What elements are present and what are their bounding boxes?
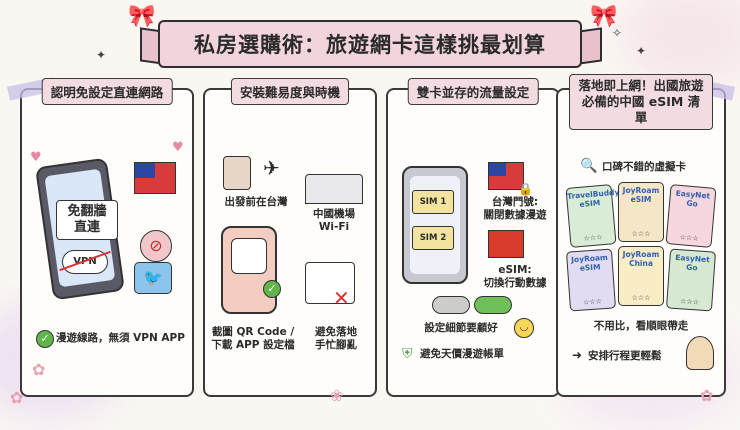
shield-icon: ⛨ (402, 346, 413, 362)
magnifier-icon: 🔍 (580, 158, 598, 174)
blocked-icon: ⊘ (140, 230, 172, 262)
cross-icon: ✕ (333, 286, 350, 310)
sim1-card: SIM 1 (412, 190, 454, 214)
taiwan-flag-icon (134, 162, 176, 194)
toggle-switch (432, 296, 470, 314)
error-window-icon (305, 262, 355, 304)
esim-card: EasyNet Go☆☆☆ (665, 248, 717, 312)
panel-footer: 漫遊線路，無須 VPN APP (56, 332, 185, 344)
smile-icon: ◡ (514, 318, 534, 338)
esim-card: JoyRoam eSIM☆☆☆ (565, 248, 617, 312)
check-icon: ✓ (36, 330, 54, 348)
panel-title: 安裝難易度與時機 (230, 78, 350, 105)
toggle-switch (474, 296, 512, 314)
tw-setting-label: 台灣門號: 關閉數據漫遊 (483, 196, 547, 221)
esim-card: JoyRoam eSIM☆☆☆ (618, 182, 664, 242)
heart-icon: ♥ (30, 150, 42, 165)
suitcase-icon (223, 156, 251, 190)
esim-setting-label: eSIM: 切換行動數據 (483, 264, 547, 289)
subtitle: 口碑不錯的虛擬卡 (602, 161, 686, 173)
panel-install-timing: 安裝難易度與時機 ✈ 出發前在台灣 中國機場 Wi-Fi ✓ ✕ 截圖 QR C… (203, 78, 377, 397)
sparkle-icon: ✦ (636, 44, 647, 58)
avoid-bill-label: 避免天價漫遊帳單 (420, 348, 504, 360)
flower-icon: ✿ (10, 388, 24, 407)
flower-icon: ✿ (32, 360, 46, 379)
lock-icon: 🔒 (518, 182, 533, 196)
heart-icon: ♥ (172, 140, 184, 155)
qr-label: 截圖 QR Code / 下載 APP 設定檔 (211, 326, 295, 351)
depart-label: 出發前在台灣 (224, 196, 288, 208)
taiwan-flag-icon (488, 162, 524, 190)
flower-icon: ✿ (700, 386, 714, 405)
avoid-label: 避免落地 手忙腳亂 (315, 326, 357, 351)
bow-icon: 🎀 (128, 4, 156, 29)
airport-label: 中國機場 Wi-Fi (313, 208, 355, 233)
traveler-avatar (686, 336, 714, 370)
china-flag-icon (488, 230, 524, 258)
panel-title: 認明免設定直連網路 (41, 78, 173, 105)
phone-label: 免翻牆 直連 (56, 200, 118, 240)
bow-icon: 🎀 (590, 4, 618, 29)
qr-code-icon (231, 238, 267, 274)
phone-illustration (221, 226, 277, 314)
detail-label: 設定細節要顧好 (424, 322, 498, 334)
phone-illustration (402, 166, 468, 284)
check-icon: ✓ (263, 280, 281, 298)
bird-app-icon: 🐦 (134, 262, 172, 294)
esim-card: EasyNet Go☆☆☆ (665, 184, 717, 248)
flower-icon: ❀ (330, 386, 344, 405)
sim2-card: SIM 2 (412, 226, 454, 250)
sparkle-icon: ✦ (96, 48, 107, 62)
panel-title: 落地即上網！出國旅遊 必備的中國 eSIM 清單 (569, 74, 713, 130)
esim-card: JoyRoam China☆☆☆ (618, 246, 664, 306)
sparkle-icon: ✧ (612, 26, 623, 40)
esim-card: TravelBuddy eSIM☆☆☆ (565, 184, 620, 248)
relax-label: 安排行程更輕鬆 (588, 350, 662, 362)
arrow-icon: ➜ (572, 348, 583, 362)
airplane-icon: ✈ (263, 156, 280, 180)
panel-dual-sim: 雙卡並存的流量設定 SIM 1 SIM 2 🔒 台灣門號: 關閉數據漫遊 eSI… (386, 78, 560, 397)
no-compare-label: 不用比，看順眼帶走 (593, 320, 689, 332)
airport-icon (305, 174, 363, 204)
panel-title: 雙卡並存的流量設定 (407, 78, 539, 105)
panel-esim-list: 落地即上網！出國旅遊 必備的中國 eSIM 清單 🔍 口碑不錯的虛擬卡 Trav… (556, 74, 735, 397)
panel-direct-network: 認明免設定直連網路 免翻牆 直連 VPN ⊘ 🐦 ♥ ♥ ✓ 漫遊線路，無須 V… (7, 77, 194, 397)
page-title: 私房選購術：旅遊網卡這樣挑最划算 (158, 20, 582, 68)
